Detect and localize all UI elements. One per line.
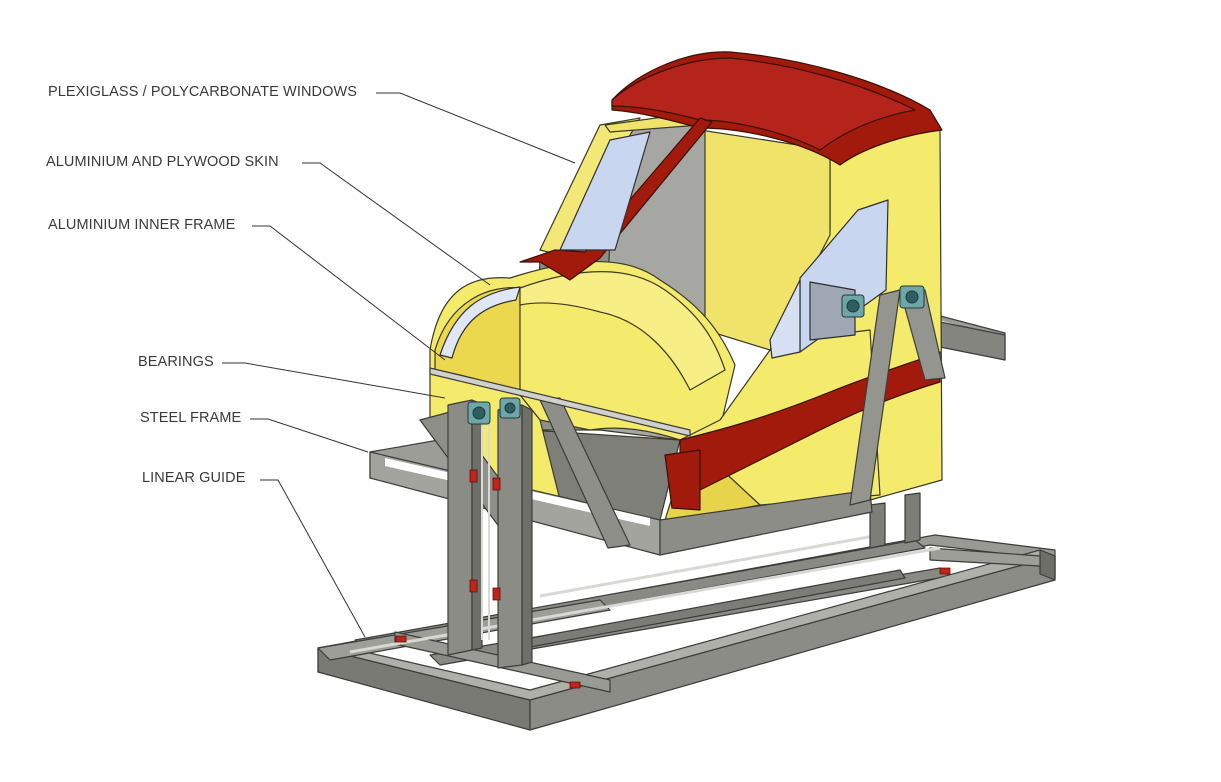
leader-bearings — [222, 362, 446, 399]
leader-lines — [222, 92, 576, 638]
callout-windows-label: PLEXIGLASS / POLYCARBONATE WINDOWS — [48, 84, 358, 100]
callout-skin-label: ALUMINIUM AND PLYWOOD SKIN — [46, 154, 279, 170]
leader-steel-frame — [250, 418, 369, 453]
leader-windows — [376, 92, 576, 164]
callout-linear-guide-label: LINEAR GUIDE — [142, 470, 246, 486]
bearings — [467, 285, 925, 425]
callout-steel-frame-label: STEEL FRAME — [140, 410, 242, 426]
leader-linear-guide — [260, 479, 366, 638]
base-frame — [317, 492, 1056, 731]
leader-inner-frame — [252, 225, 446, 361]
cabin-windows — [439, 131, 889, 359]
leader-skin — [302, 162, 491, 286]
callout-bearings-label: BEARINGS — [138, 354, 214, 370]
callout-inner-frame-label: ALUMINIUM INNER FRAME — [48, 217, 236, 233]
